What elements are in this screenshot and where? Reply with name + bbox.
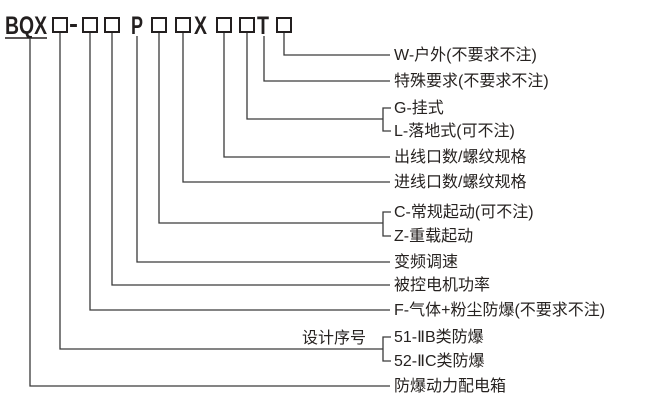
label-serial-b: 51-ⅡB类防爆: [394, 327, 484, 346]
connector-vfd: [136, 36, 390, 263]
code-placeholder-box-7: [239, 17, 255, 33]
label-f-dust: F-气体+粉尘防爆(不要求不注): [394, 300, 605, 319]
code-letter-x: X: [194, 12, 207, 40]
connector-start: [158, 33, 383, 224]
label-mount-g: G-挂式: [394, 99, 444, 117]
label-start-z: Z-重载起动: [394, 227, 473, 245]
code-placeholder-box-1: [52, 17, 68, 33]
code-placeholder-box-2: [82, 17, 98, 33]
connector-design-serial: [59, 33, 383, 350]
label-serial-c: 52-ⅡC类防爆: [394, 351, 485, 370]
label-start-c: C-常规起动(可不注): [394, 203, 534, 221]
bracket-mount: [382, 107, 391, 132]
connector-mount: [246, 33, 383, 120]
connector-product: [29, 38, 390, 387]
code-placeholder-box-8: [276, 17, 292, 33]
code-placeholder-box-3: [104, 17, 120, 33]
bracket-design-serial: [382, 336, 391, 362]
code-letter-t: T: [257, 12, 269, 40]
connector-motor-power: [111, 33, 390, 286]
code-prefix: BQX: [5, 12, 47, 40]
code-placeholder-box-5: [175, 17, 191, 33]
label-outlet: 出线口数/螺纹规格: [394, 148, 526, 166]
code-placeholder-box-6: [216, 17, 232, 33]
connector-f-dust: [89, 33, 390, 311]
label-inlet: 进线口数/螺纹规格: [394, 173, 526, 191]
code-letter-p: P: [131, 12, 143, 40]
connector-outlet: [223, 33, 390, 158]
code-hyphen: -: [69, 10, 78, 38]
bracket-start: [382, 211, 391, 237]
label-outdoor: W-户外(不要求不注): [394, 46, 537, 64]
label-mount-l: L-落地式(可不注): [394, 122, 515, 140]
label-vfd: 变频调速: [394, 253, 458, 271]
label-design-serial: 设计序号: [302, 329, 366, 347]
connector-inlet: [182, 33, 390, 183]
label-motor-power: 被控电机功率: [394, 276, 490, 294]
connector-special: [263, 36, 390, 82]
label-product: 防爆动力配电箱: [394, 376, 506, 395]
label-special: 特殊要求(不要求不注): [394, 72, 549, 90]
connector-outdoor: [283, 33, 390, 56]
code-placeholder-box-4: [151, 17, 167, 33]
